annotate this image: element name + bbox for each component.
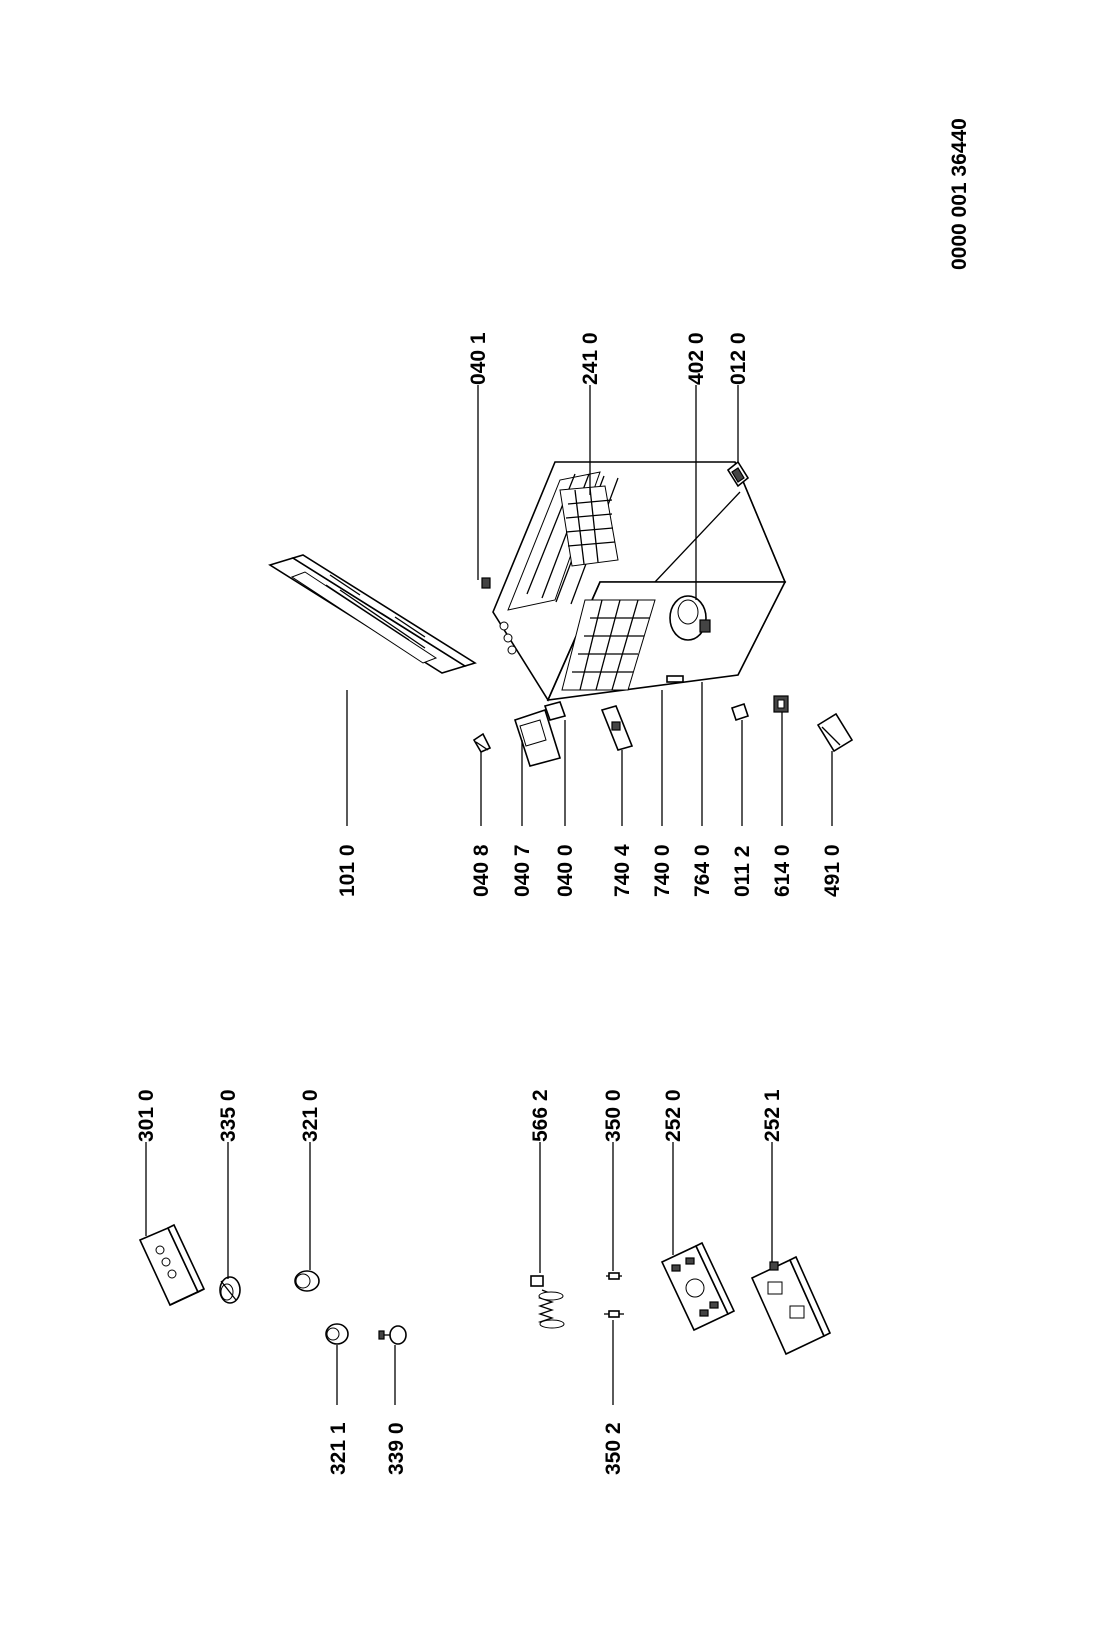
connector-part (773, 695, 789, 713)
callout-040-8: 040 8 (470, 844, 493, 897)
callout-402-0: 402 0 (685, 332, 708, 385)
callout-339-0: 339 0 (385, 1422, 408, 1475)
knob-part (219, 1276, 241, 1304)
callout-740-4: 740 4 (611, 844, 634, 897)
basket-grid-part (559, 485, 619, 567)
callout-350-2: 350 2 (602, 1422, 625, 1475)
front-foot-part (543, 701, 567, 721)
callout-252-1: 252 1 (761, 1089, 784, 1142)
lamp-cap-alt-part (325, 1323, 349, 1345)
bracket-part (600, 705, 634, 751)
callout-012-0: 012 0 (727, 332, 750, 385)
pin-part (606, 1272, 622, 1280)
clip-part (472, 732, 492, 754)
callout-350-0: 350 0 (602, 1089, 625, 1142)
rear-foot-part (726, 460, 750, 488)
callout-252-0: 252 0 (662, 1089, 685, 1142)
callout-740-0: 740 0 (651, 844, 674, 897)
callout-101-0: 101 0 (336, 844, 359, 897)
condenser-grid-part (561, 599, 656, 691)
document-number: 0000 001 36440 (948, 118, 971, 270)
callout-241-0: 241 0 (579, 332, 602, 385)
spring-part (530, 1275, 565, 1329)
callout-321-1: 321 1 (327, 1422, 350, 1475)
hinge-part (481, 577, 491, 589)
callout-491-0: 491 0 (821, 844, 844, 897)
callout-301-0: 301 0 (135, 1089, 158, 1142)
hinge-cover-part (513, 708, 562, 767)
fastener-part (378, 1325, 407, 1345)
door-lid-part (268, 554, 477, 674)
lamp-cap-part (294, 1270, 320, 1292)
callout-335-0: 335 0 (217, 1089, 240, 1142)
callout-764-0: 764 0 (691, 844, 714, 897)
callout-040-1: 040 1 (467, 332, 490, 385)
compressor-part (669, 595, 711, 641)
adjustable-foot-part (730, 702, 750, 722)
callout-614-0: 614 0 (771, 844, 794, 897)
end-cap-part (816, 712, 854, 753)
thermostat-housing-part (750, 1255, 832, 1356)
thermostat-box-part (660, 1241, 736, 1332)
callout-321-0: 321 0 (299, 1089, 322, 1142)
cabinet-body (492, 461, 787, 702)
callout-040-7: 040 7 (511, 844, 534, 897)
callout-040-0: 040 0 (554, 844, 577, 897)
callout-566-2: 566 2 (529, 1089, 552, 1142)
control-panel-part (138, 1223, 206, 1307)
capillary-tube-part (666, 675, 684, 683)
pin-alt-part (604, 1310, 624, 1318)
callout-011-2: 011 2 (731, 846, 754, 897)
